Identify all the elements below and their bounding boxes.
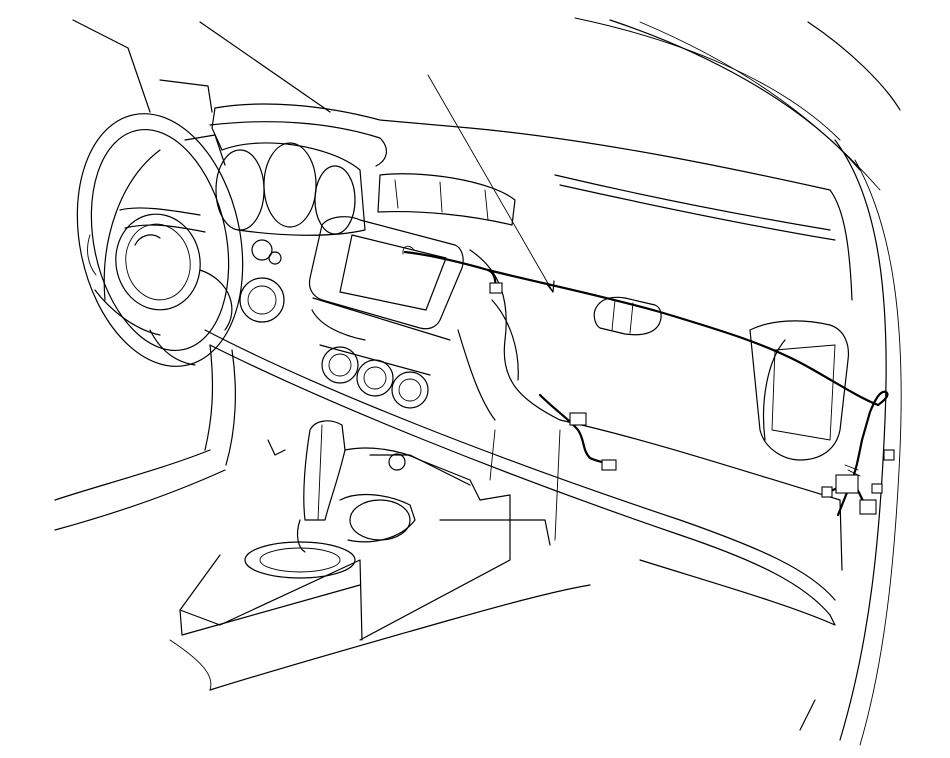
climate-controls [319,344,431,409]
center-stack [308,173,516,341]
instrument-cluster [215,142,366,323]
wire-harness [403,250,895,517]
junction-block-icon [835,474,859,494]
harness-connector-icon [821,486,833,498]
door-panel [799,139,902,746]
passenger-dash [457,249,850,501]
windshield-frame [72,17,901,191]
steering-wheel [76,113,244,367]
harness-connector-icon [601,459,617,471]
driver-lower-trim [54,344,286,531]
dashboard-top [159,79,853,301]
lower-dash [204,329,843,626]
harness-connector-icon [569,412,587,426]
harness-connector-icon [859,499,877,515]
harness-connector-icon [871,483,883,494]
harness-connector-icon [489,282,503,294]
callout-leader [427,74,555,293]
harness-connector-icon [883,449,895,461]
center-console [169,420,591,691]
